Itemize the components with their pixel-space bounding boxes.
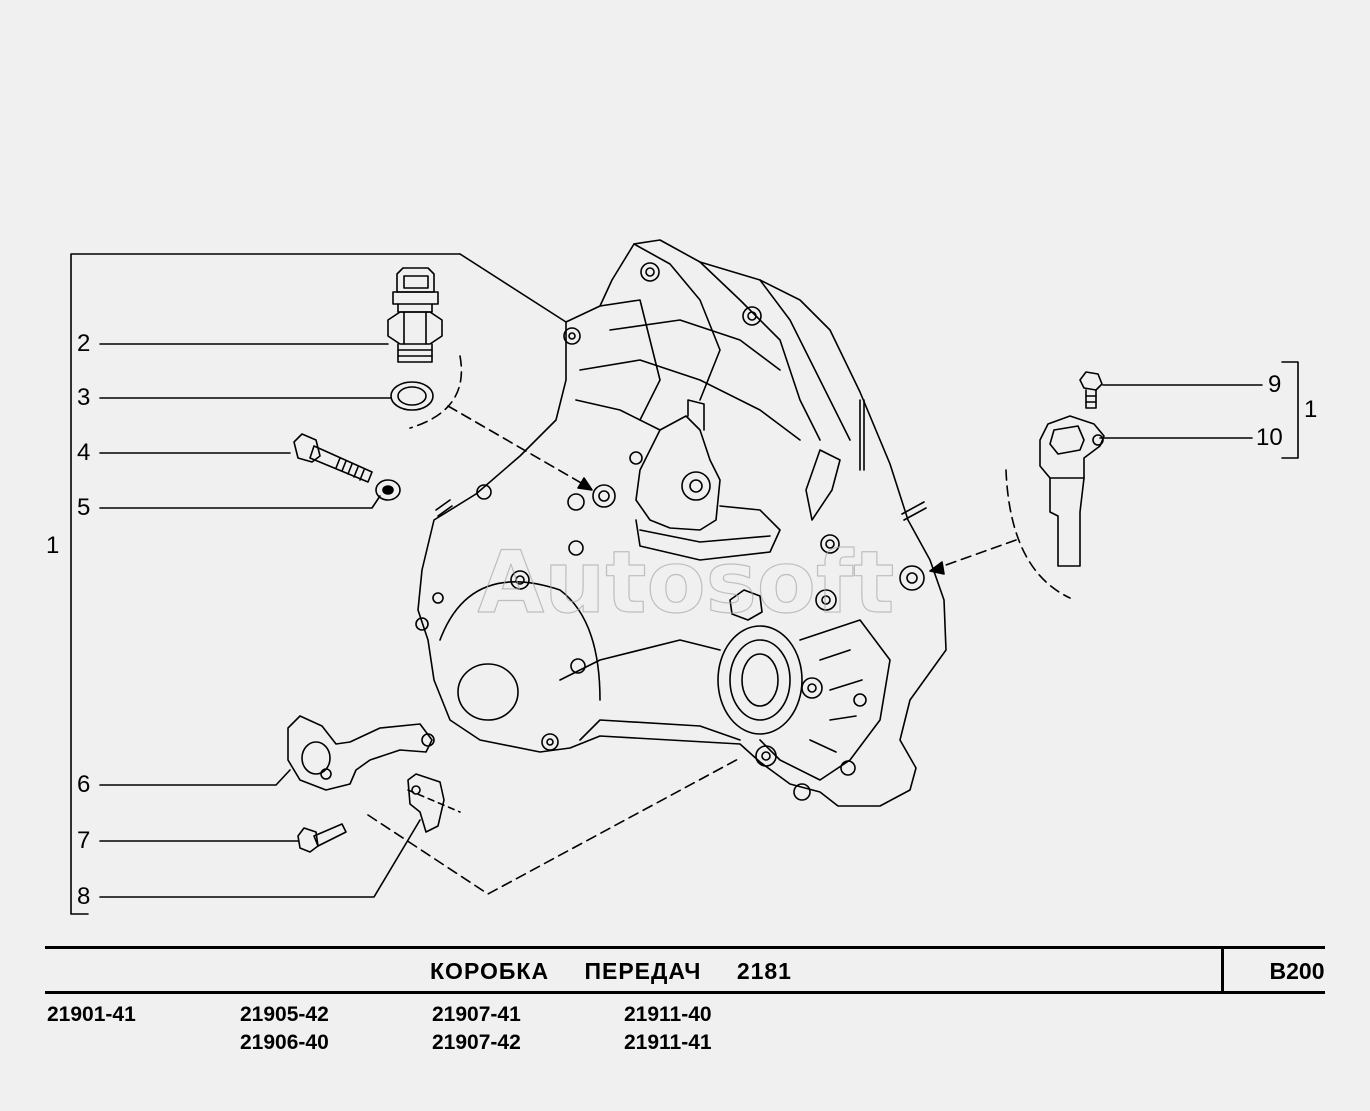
gearbox-drawing: Autosoft xyxy=(70,239,1299,915)
group-bracket-left xyxy=(70,253,461,915)
model-col-1: 21901-41 xyxy=(47,1001,136,1029)
part-7-bolt xyxy=(297,823,347,853)
leader-5 xyxy=(99,495,381,509)
dashed-bracket-mount xyxy=(367,757,741,895)
watermark: Autosoft xyxy=(478,533,895,633)
part-3-ring xyxy=(390,381,434,411)
part-9-screw xyxy=(1079,371,1103,409)
model-code: 21911-41 xyxy=(624,1031,712,1054)
part-10-sensor xyxy=(1039,415,1105,567)
callout-7: 7 xyxy=(77,827,91,854)
part-8-clip xyxy=(407,773,445,833)
callout-1-right: 1 xyxy=(1304,396,1318,423)
part-5-washer xyxy=(375,479,401,501)
model-code: 21905-42 xyxy=(240,1003,329,1026)
title-word-1: КОРОБКА xyxy=(430,958,550,984)
model-col-4: 21911-40 21911-41 xyxy=(624,1001,712,1057)
callout-8: 8 xyxy=(77,883,91,910)
leader-8 xyxy=(99,819,421,898)
arrowhead-left xyxy=(577,477,593,491)
dashed-arrow-right xyxy=(931,539,1017,571)
model-code: 21906-40 xyxy=(240,1031,329,1054)
model-code: 21901-41 xyxy=(47,1003,136,1026)
model-col-2: 21905-42 21906-40 xyxy=(240,1001,329,1057)
title-bar: КОРОБКА ПЕРЕДАЧ 2181 B200 xyxy=(45,946,1325,994)
callout-10: 10 xyxy=(1256,424,1283,451)
model-code: 21911-40 xyxy=(624,1003,712,1026)
model-code: 21907-42 xyxy=(432,1031,521,1054)
part-2-switch xyxy=(387,267,443,363)
dashed-bracket-mount-2 xyxy=(407,789,461,813)
title-word-2: ПЕРЕДАЧ xyxy=(584,958,702,984)
title-word-3: 2181 xyxy=(736,958,792,984)
dashed-arrow-left xyxy=(447,405,591,489)
dashed-arc-right xyxy=(1005,469,1071,599)
page-title: КОРОБКА ПЕРЕДАЧ 2181 xyxy=(45,958,1177,985)
callout-6: 6 xyxy=(77,771,91,798)
section-code: B200 xyxy=(1269,958,1325,984)
callout-4: 4 xyxy=(77,439,91,466)
model-code: 21907-41 xyxy=(432,1003,521,1026)
gearbox-housing xyxy=(415,239,947,807)
dashed-arc-left xyxy=(409,355,463,429)
title-divider xyxy=(1221,949,1224,991)
part-4-bolt xyxy=(293,433,373,483)
part-6-bracket xyxy=(287,715,435,791)
callout-9: 9 xyxy=(1268,371,1282,398)
callout-5: 5 xyxy=(77,494,91,521)
model-col-3: 21907-41 21907-42 xyxy=(432,1001,521,1057)
callout-1-left: 1 xyxy=(46,532,60,559)
group-bracket-right xyxy=(1281,361,1299,459)
callout-3: 3 xyxy=(77,384,91,411)
leader-6 xyxy=(99,769,291,786)
leader-1-housing xyxy=(459,253,567,323)
callout-2: 2 xyxy=(77,330,91,357)
